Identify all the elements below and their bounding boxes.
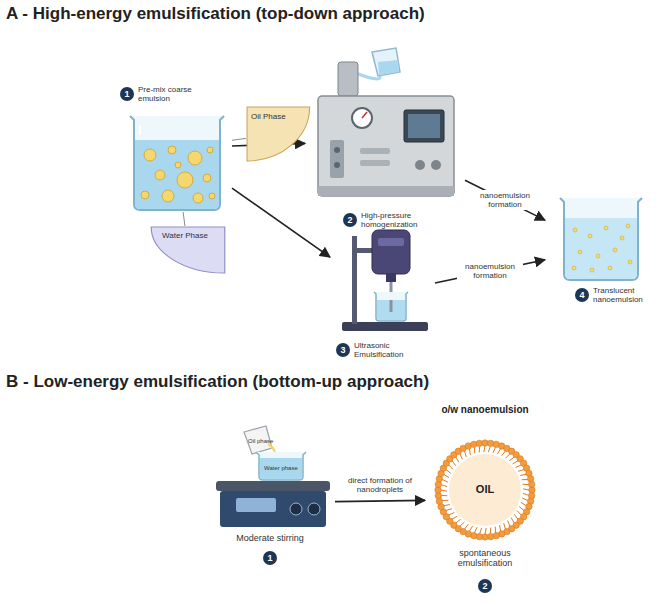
stage-label: Pre-mix coarse emulsion <box>138 85 218 103</box>
stage-group: 2 High-pressure homogenization <box>305 48 465 233</box>
callout-number: 1 <box>120 87 134 101</box>
process-arrow <box>435 260 545 283</box>
stage-group: 1 Pre-mix coarse emulsion <box>118 84 232 212</box>
stage-label: o/w nanoemulsion <box>425 404 545 416</box>
section-heading: A - High-energy emulsification (top-down… <box>6 4 425 24</box>
process-arrow <box>465 180 545 220</box>
nanoemulsion-beaker <box>560 198 642 280</box>
callout-number: 4 <box>575 288 589 302</box>
stage-group: 3 Ultrasonic Emulsification <box>330 224 435 364</box>
water-phase-shape: Water Phase <box>150 226 226 274</box>
leader-line <box>183 212 185 226</box>
oil-core: OIL <box>449 454 521 526</box>
callout-number: 1 <box>263 551 277 565</box>
stage-group: 4 Translucent nanoemulsion <box>545 188 657 308</box>
stage-group: Moderate stirring 1 <box>205 425 335 580</box>
cup-label: Oil phase <box>248 438 273 444</box>
stage-label: Moderate stirring <box>205 533 335 543</box>
surfactant-layer <box>435 440 535 540</box>
stage-label: OIL <box>449 483 521 496</box>
stage-label: spontaneous emulsification <box>445 548 525 569</box>
process-arrow <box>335 500 425 501</box>
stage-label: Ultrasonic Emulsification <box>354 341 432 359</box>
stage-label: High-pressure homogenization <box>361 211 451 229</box>
stage-label: Water Phase <box>162 231 208 240</box>
leader-line <box>232 138 246 140</box>
ultrasonic-device <box>342 230 428 331</box>
callout-number: 2 <box>343 213 357 227</box>
beaker-label: Water phase <box>264 465 298 471</box>
stage-label: Translucent nanoemulsion <box>593 286 653 304</box>
premix-beaker <box>130 116 224 210</box>
process-arrow <box>232 188 330 257</box>
callout-number: 3 <box>336 343 350 357</box>
arrow-label: direct formation of nanodroplets <box>332 475 428 495</box>
callout-number: 2 <box>478 579 492 593</box>
stage-group: o/w nanoemulsion spontaneous emulsificati… <box>425 402 545 597</box>
arrow-label: nanoemulsion formation <box>457 261 523 281</box>
magnetic-stirrer <box>216 426 330 527</box>
arrow-label: nanoemulsion formation <box>472 190 538 210</box>
section-heading: B - Low-energy emulsification (bottom-up… <box>6 372 429 392</box>
homogenizer <box>318 48 454 196</box>
oil-phase-shape: Oil Phase <box>246 106 311 162</box>
stage-label: Oil Phase <box>251 112 286 121</box>
